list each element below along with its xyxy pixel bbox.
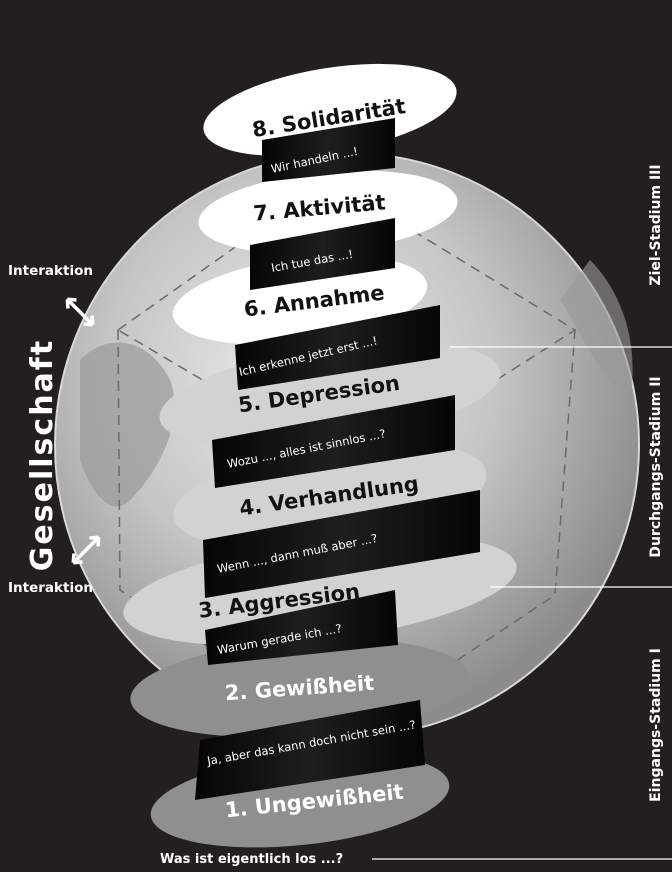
interaction-bottom-arrow-icon <box>71 535 101 565</box>
phase-band-3 <box>205 590 398 665</box>
stadium-label-1: Eingangs-Stadium I <box>648 648 664 802</box>
interaction-bottom-label: Interaktion <box>8 580 93 596</box>
phase-band-6 <box>235 305 440 390</box>
stadium-label-2: Durchgangs-Stadium II <box>648 376 664 557</box>
phase-quote-1: Was ist eigentlich los ...? <box>160 852 343 867</box>
globe-continent-right <box>560 260 633 400</box>
stadium-dividers <box>372 346 672 860</box>
spiral-rings <box>123 63 517 848</box>
stadium-label-3: Ziel-Stadium III <box>648 164 664 285</box>
interaction-top-arrow-icon <box>65 297 95 327</box>
phase-band-4 <box>203 490 480 598</box>
phase-band-2 <box>195 700 425 800</box>
phase-band-8 <box>262 118 395 182</box>
interaction-top-label: Interaktion <box>8 263 93 279</box>
globe-continent-left <box>80 342 175 507</box>
phase-band-7 <box>250 218 395 290</box>
society-label: Gesellschaft <box>25 339 60 571</box>
phase-band-5 <box>212 395 455 488</box>
